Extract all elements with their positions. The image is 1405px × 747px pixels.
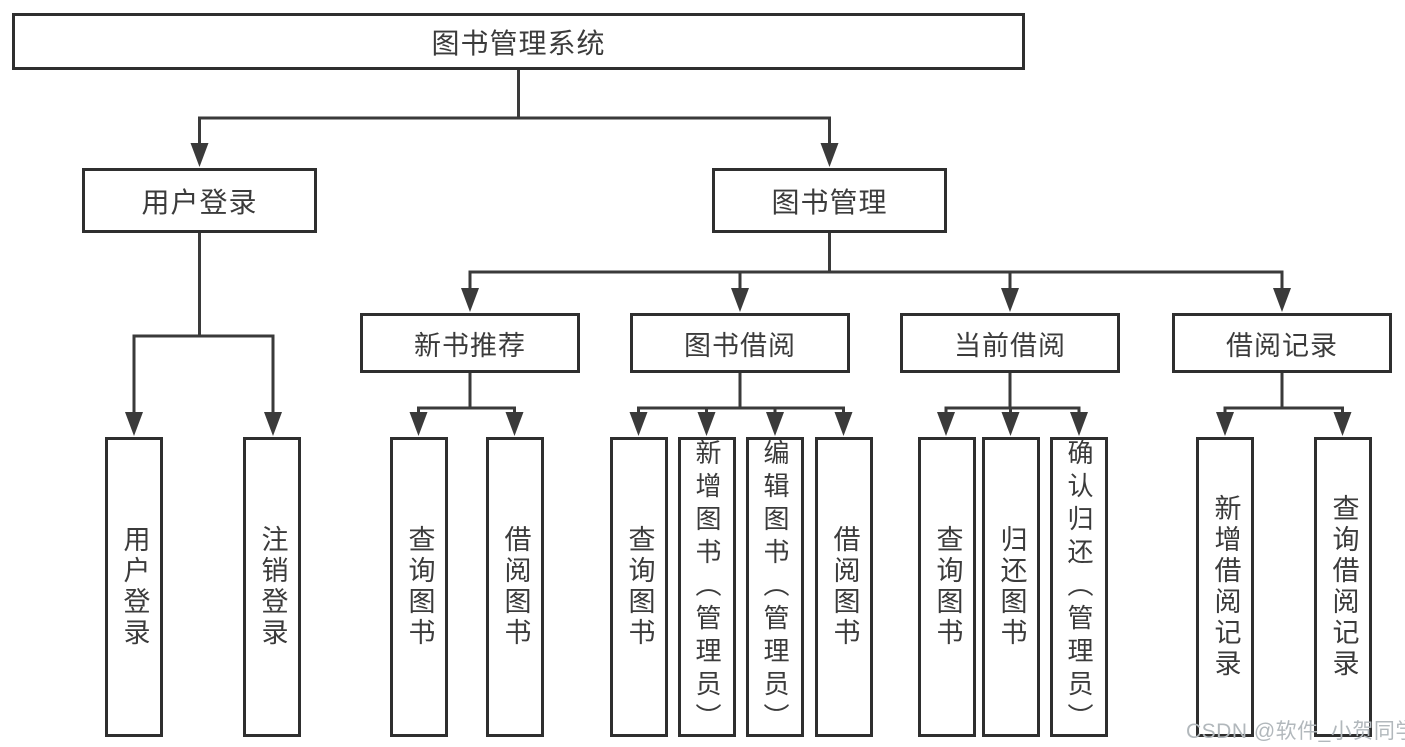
csdn-watermark: CSDN @软件_小贺同学	[1186, 720, 1405, 743]
leaf-confirm-return-admin: 确认归还（管理员）	[1050, 437, 1108, 737]
leaf-add-borrow-record: 新增借阅记录	[1196, 437, 1254, 737]
leaf-label: 查询图书	[624, 525, 655, 649]
node-label: 图书管理系统	[431, 27, 606, 59]
leaf-label: 新增图书（管理员）	[692, 438, 722, 736]
leaf-return-books: 归还图书	[982, 437, 1040, 737]
node-label: 借阅记录	[1226, 330, 1338, 361]
leaf-label: 查询借阅记录	[1328, 494, 1359, 680]
leaf-query-books-borrow: 查询图书	[610, 437, 668, 737]
node-label: 当前借阅	[954, 330, 1066, 361]
leaf-label: 编辑图书（管理员）	[760, 438, 790, 736]
node-label: 图书借阅	[684, 330, 796, 361]
leaf-label: 确认归还（管理员）	[1064, 438, 1094, 736]
leaf-label: 查询图书	[404, 525, 435, 649]
leaf-label: 查询图书	[932, 525, 963, 649]
leaf-label: 用户登录	[119, 525, 150, 649]
node-user-login: 用户登录	[82, 168, 317, 233]
leaf-label: 借阅图书	[829, 525, 860, 649]
leaf-add-books-admin: 新增图书（管理员）	[678, 437, 736, 737]
leaf-user-login: 用户登录	[105, 437, 163, 737]
node-label: 新书推荐	[414, 330, 526, 361]
node-current-borrowing: 当前借阅	[900, 313, 1120, 373]
leaf-label: 归还图书	[996, 525, 1027, 649]
node-label: 图书管理	[771, 186, 888, 218]
leaf-borrow-books: 借阅图书	[815, 437, 873, 737]
leaf-edit-books-admin: 编辑图书（管理员）	[746, 437, 804, 737]
leaf-label: 新增借阅记录	[1210, 494, 1241, 680]
node-label: 用户登录	[141, 186, 258, 218]
leaf-label: 借阅图书	[500, 525, 531, 649]
leaf-query-borrow-record: 查询借阅记录	[1314, 437, 1372, 737]
node-borrowing-records: 借阅记录	[1172, 313, 1392, 373]
node-book-management: 图书管理	[712, 168, 947, 233]
leaf-label: 注销登录	[257, 525, 288, 649]
node-library-management-system: 图书管理系统	[12, 13, 1025, 70]
leaf-borrow-books-recommend: 借阅图书	[486, 437, 544, 737]
leaf-logout: 注销登录	[243, 437, 301, 737]
node-new-book-recommendation: 新书推荐	[360, 313, 580, 373]
leaf-query-books-current: 查询图书	[918, 437, 976, 737]
node-book-borrowing: 图书借阅	[630, 313, 850, 373]
leaf-query-books-recommend: 查询图书	[390, 437, 448, 737]
